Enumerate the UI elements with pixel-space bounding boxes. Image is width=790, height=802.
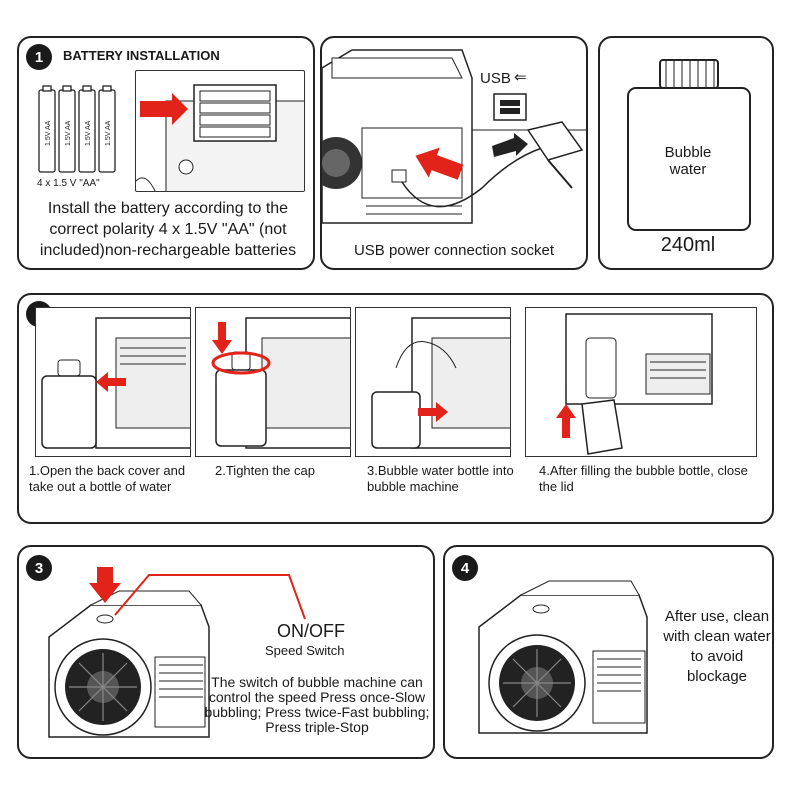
step-number-badge: 3 xyxy=(26,555,52,581)
battery-caption: 4 x 1.5 V "AA" xyxy=(37,178,100,189)
machine-illustration xyxy=(478,580,648,734)
switch-subtitle: Speed Switch xyxy=(265,643,345,658)
usb-power-panel: USB ⇐ USB power connection socket xyxy=(320,36,588,270)
step-3-illustration xyxy=(355,307,511,457)
usb-socket-illustration xyxy=(322,49,586,224)
battery-title: BATTERY INSTALLATION xyxy=(63,48,220,63)
red-arrow-icon xyxy=(415,147,464,180)
battery-label: 1.5V AA xyxy=(85,120,92,146)
step-3-caption: 3.Bubble water bottle into bubble machin… xyxy=(367,463,514,494)
bottle-label: Bubble water xyxy=(664,144,712,178)
switch-title: ON/OFF xyxy=(277,621,345,641)
usb-label: USB xyxy=(480,70,511,87)
battery-label: 1.5V AA xyxy=(45,120,52,146)
step-number-badge: 4 xyxy=(452,555,478,581)
bubble-water-panel: Bubble water 240ml xyxy=(598,36,774,270)
battery-installation-panel: 1 BATTERY INSTALLATION 1.5V AA 1.5V AA 1… xyxy=(17,36,315,270)
rotate-arrow-icon xyxy=(211,351,271,375)
step-4-caption: 4.After filling the bubble bottle, close… xyxy=(539,463,748,494)
red-arrow-icon xyxy=(89,567,121,603)
speed-switch-panel: 3 ON/OFF Speed Switch The switch of bubb… xyxy=(17,545,435,759)
red-arrow-icon xyxy=(418,402,448,422)
switch-description: The switch of bubble machine can control… xyxy=(204,674,430,735)
callout-line xyxy=(114,574,306,620)
battery-label: 1.5V AA xyxy=(65,120,72,146)
red-arrow-icon xyxy=(556,404,576,438)
bottle-illustration xyxy=(627,59,751,231)
step-number-badge: 1 xyxy=(26,44,52,70)
step-4-illustration xyxy=(525,307,757,457)
step-2-illustration xyxy=(195,307,351,457)
battery-compartment-illustration xyxy=(135,70,305,192)
cleaning-panel: 4 After use, clean with clean water to a… xyxy=(443,545,774,759)
red-arrow-icon xyxy=(140,93,188,125)
cleaning-description: After use, clean with clean water to avo… xyxy=(663,608,771,685)
machine-illustration xyxy=(48,567,306,738)
bottle-volume: 240ml xyxy=(660,234,716,256)
usb-caption: USB power connection socket xyxy=(353,242,555,259)
battery-group: 1.5V AA 1.5V AA 1.5V AA 1.5V AA xyxy=(37,84,119,176)
step-1-illustration xyxy=(35,307,191,457)
black-arrow-icon xyxy=(492,133,528,157)
battery-instructions: Install the battery according to the cor… xyxy=(39,200,297,259)
red-arrow-icon xyxy=(212,322,232,354)
usb-icon: ⇐ xyxy=(514,69,527,86)
battery-label: 1.5V AA xyxy=(105,120,112,146)
red-arrow-icon xyxy=(96,372,126,392)
bottle-setup-panel: 2 xyxy=(17,293,774,524)
step-1-caption: 1.Open the back cover and take out a bot… xyxy=(29,463,186,494)
batteries-illustration: 1.5V AA 1.5V AA 1.5V AA 1.5V AA xyxy=(38,85,116,173)
step-2-caption: 2.Tighten the cap xyxy=(215,463,315,478)
